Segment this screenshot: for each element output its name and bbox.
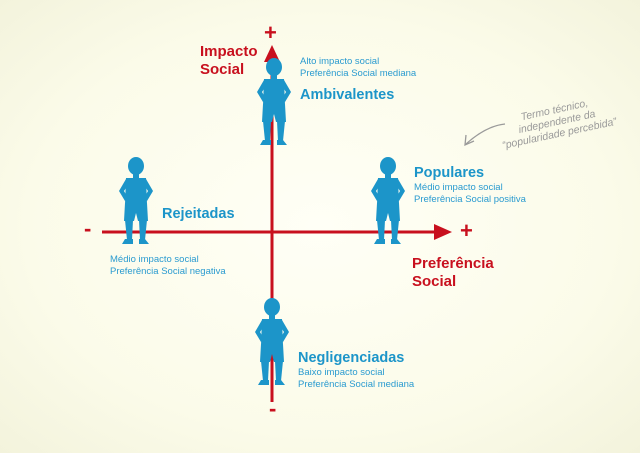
x-axis-title-line1: Preferência: [412, 255, 494, 272]
rejeitadas-name: Rejeitadas: [162, 206, 235, 222]
rejeitadas-desc-line1: Médio impacto social: [110, 254, 199, 265]
rejeitadas-desc: Médio impacto social Preferência Social …: [110, 254, 226, 278]
ambivalentes-name: Ambivalentes: [300, 87, 395, 103]
negligenciadas-desc-line2: Preferência Social mediana: [298, 379, 415, 390]
negligenciadas-desc-line1: Baixo impacto social: [298, 367, 385, 378]
populares-desc-line2: Preferência Social positiva: [414, 194, 526, 205]
x-axis-plus-sign: +: [460, 218, 473, 243]
y-axis-title: Impacto Social: [200, 43, 258, 79]
populares-desc-line1: Médio impacto social: [414, 182, 503, 193]
x-axis-title: Preferência Social: [412, 255, 494, 291]
category-negligenciadas: Negligenciadas Baixo impacto social Pref…: [298, 349, 414, 391]
category-populares: Populares Médio impacto social Preferênc…: [414, 164, 526, 206]
y-axis-title-line2: Social: [200, 61, 245, 78]
ambivalentes-desc-line2: Preferência Social mediana: [300, 68, 417, 79]
y-axis-plus-sign: +: [264, 20, 277, 45]
horizontal-axis-arrowhead: [434, 224, 452, 240]
category-ambivalentes: Alto impacto social Preferência Social m…: [300, 56, 416, 104]
note-arrow: [465, 123, 506, 145]
y-axis-title-line1: Impacto: [200, 43, 258, 60]
negligenciadas-name: Negligenciadas: [298, 350, 405, 366]
note-arrowhead: [464, 134, 475, 147]
rejeitadas-desc-line2: Preferência Social negativa: [110, 266, 226, 277]
x-axis-minus-sign: -: [84, 216, 92, 241]
x-axis-title-line2: Social: [412, 273, 457, 290]
child-figure-ambivalentes: [257, 58, 291, 145]
vertical-axis-arrowhead: [264, 45, 280, 62]
y-axis-minus-sign: -: [269, 396, 277, 421]
ambivalentes-desc-line1: Alto impacto social: [300, 56, 380, 67]
populares-name: Populares: [414, 165, 485, 181]
